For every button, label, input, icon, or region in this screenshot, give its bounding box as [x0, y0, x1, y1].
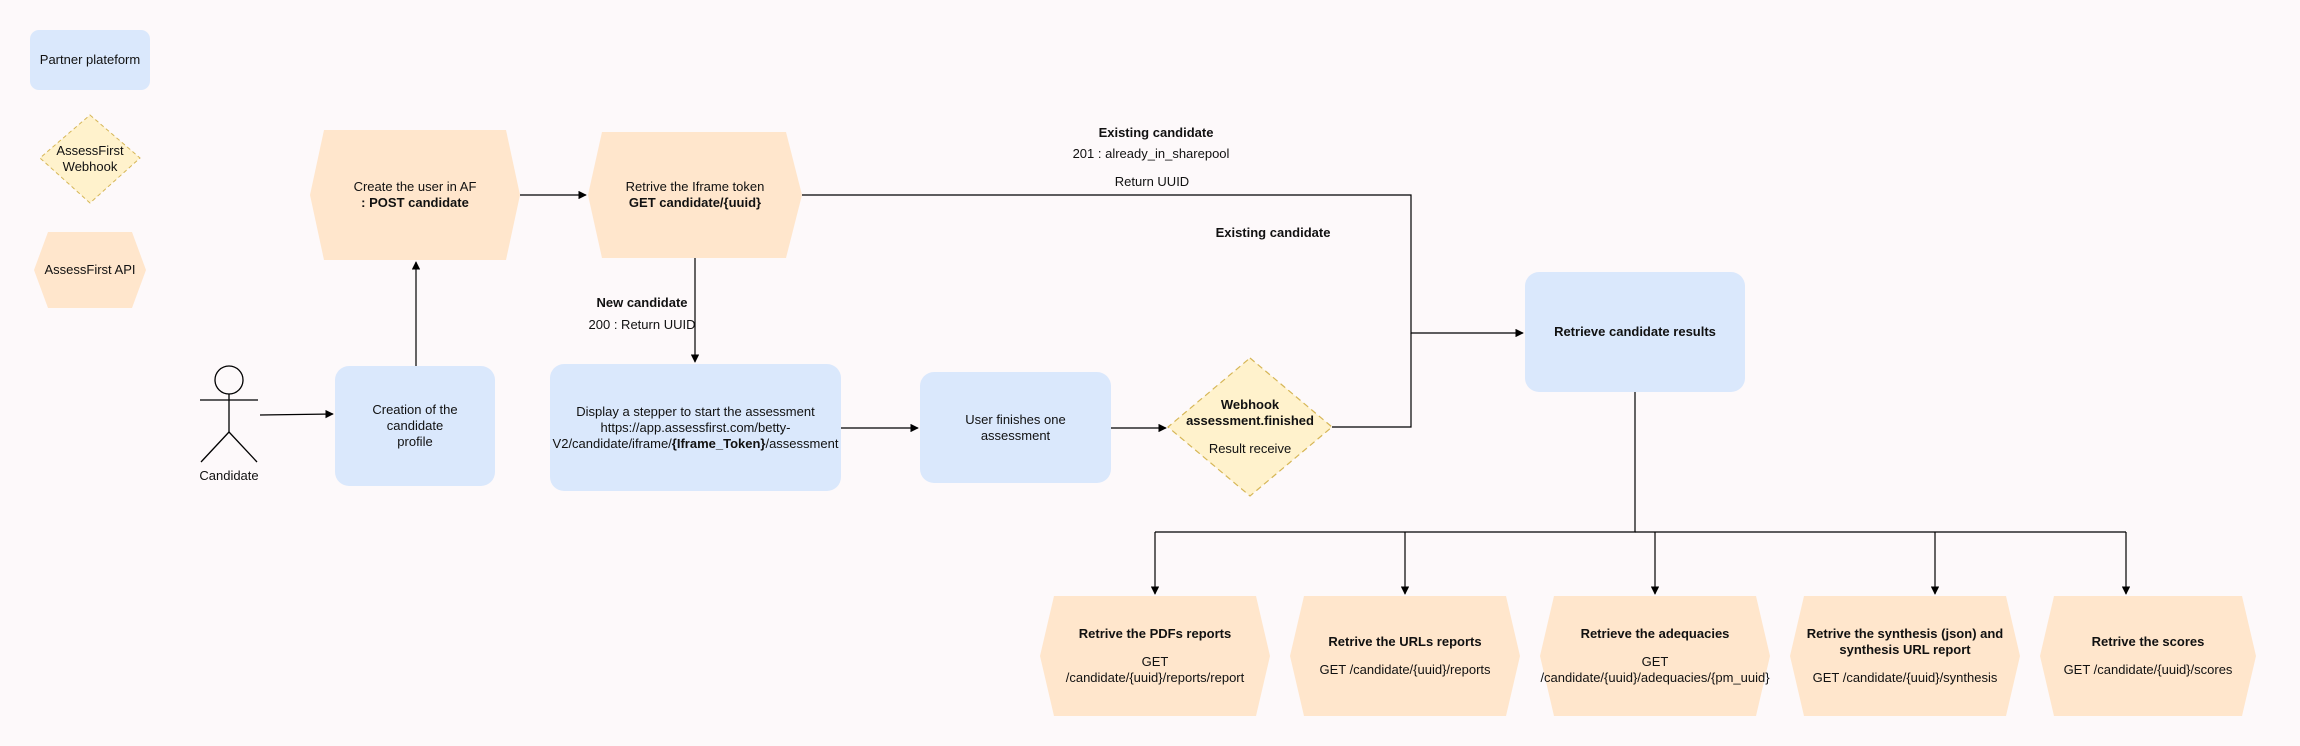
legend-webhook-line1: AssessFirst — [56, 143, 124, 158]
pdf-reports-title: Retrive the PDFs reports — [1078, 626, 1232, 641]
creation-profile-node: Creation of the candidate profile — [335, 366, 495, 486]
actor-icon — [200, 365, 258, 463]
create-user-line1: Create the user in AF — [353, 179, 477, 194]
display-stepper-shape — [550, 364, 841, 491]
create-user-line2: : POST candidate — [361, 195, 469, 210]
existing-candidate-code: 201 : already_in_sharepool — [1072, 146, 1230, 161]
display-stepper-line1: Display a stepper to start the assessmen… — [576, 403, 815, 419]
pdf-reports-node: Retrive the PDFs reports GET /candidate/… — [1040, 596, 1270, 716]
retrieve-results-line1: Retrieve candidate results — [1554, 324, 1716, 339]
pdf-reports-endpoint: GET /candidate/{uuid}/reports/report — [1065, 654, 1245, 685]
pdf-reports-shape — [1040, 596, 1270, 716]
legend-api: AssessFirst API — [34, 232, 146, 308]
webhook-line1: Webhook — [1220, 397, 1280, 412]
legend-api-label: AssessFirst API — [44, 262, 136, 277]
scores-shape — [2040, 596, 2256, 716]
retrieve-results-node: Retrieve candidate results — [1525, 272, 1745, 392]
webhook-node: Webhook assessment.finished Result recei… — [1168, 358, 1332, 496]
creation-profile-line2: profile — [397, 434, 433, 449]
edge-webhook-to-results — [1332, 333, 1412, 428]
adequacies-endpoint-line2: /candidate/{uuid}/adequacies/{pm_uuid} — [1540, 670, 1770, 685]
synthesis-shape — [1790, 596, 2020, 716]
url-reports-shape — [1290, 596, 1520, 716]
user-finishes-node: User finishes one assessment — [920, 372, 1111, 483]
synthesis-endpoint: GET /candidate/{uuid}/synthesis — [1812, 670, 1998, 685]
existing-candidate-return: Return UUID — [1114, 174, 1190, 189]
creation-profile-shape — [335, 366, 495, 486]
legend-webhook: AssessFirst Webhook — [40, 115, 140, 203]
display-stepper-line3-prefix: V2/candidate/iframe/ — [552, 435, 672, 451]
display-stepper-line2: https://app.assessfirst.com/betty- — [600, 419, 791, 435]
url-reports-endpoint: GET /candidate/{uuid}/reports — [1319, 662, 1491, 677]
legend-api-shape — [34, 232, 146, 308]
edge-actor-to-profile — [259, 409, 334, 419]
adequacies-title: Retrieve the adequacies — [1580, 626, 1730, 641]
adequacies-endpoint-line1: GET — [1641, 654, 1669, 669]
synthesis-title-line2: synthesis URL report — [1839, 642, 1971, 657]
actor-label: Candidate — [199, 468, 259, 483]
retrieve-results-shape — [1525, 272, 1745, 392]
user-finishes-line1: User finishes one assessment — [965, 411, 1066, 443]
display-stepper-line3-suffix: /assessment — [765, 435, 839, 451]
retrieve-iframe-line2: GET candidate/{uuid} — [628, 195, 762, 210]
create-user-node: Create the user in AF : POST candidate — [310, 130, 520, 260]
adequacies-shape — [1540, 596, 1770, 716]
scores-endpoint: GET /candidate/{uuid}/scores — [2063, 662, 2233, 677]
legend-partner-label: Partner plateform — [39, 52, 141, 67]
retrieve-iframe-node: Retrive the Iframe token GET candidate/{… — [588, 132, 802, 258]
display-stepper-node: Display a stepper to start the assessmen… — [550, 364, 841, 491]
user-finishes-shape — [920, 372, 1111, 483]
display-stepper-token: {Iframe_Token} — [671, 435, 766, 451]
url-reports-node: Retrive the URLs reports GET /candidate/… — [1290, 596, 1520, 716]
url-reports-title: Retrive the URLs reports — [1328, 634, 1482, 649]
webhook-line3: Result receive — [1208, 441, 1292, 456]
synthesis-title-line1: Retrive the synthesis (json) and — [1806, 626, 2004, 641]
scores-title: Retrive the scores — [2091, 634, 2205, 649]
new-candidate-code: 200 : Return UUID — [588, 317, 696, 332]
creation-profile-line1: Creation of the candidate — [372, 402, 458, 433]
display-stepper-line3: V2/candidate/iframe/{Iframe_Token}/asses… — [553, 436, 839, 452]
legend-webhook-line2: Webhook — [62, 159, 118, 174]
adequacies-node: Retrieve the adequacies GET /candidate/{… — [1540, 596, 1770, 716]
existing-candidate-title: Existing candidate — [1098, 125, 1214, 140]
edge-retrieve-to-results — [802, 194, 1524, 338]
new-candidate-title: New candidate — [596, 295, 688, 310]
legend-webhook-shape — [39, 114, 141, 204]
legend-partner-shape — [30, 30, 150, 90]
legend-partner: Partner plateform — [30, 30, 150, 90]
scores-node: Retrive the scores GET /candidate/{uuid}… — [2040, 596, 2256, 716]
synthesis-node: Retrive the synthesis (json) and synthes… — [1790, 596, 2020, 716]
webhook-shape — [1167, 357, 1333, 497]
existing-candidate-second: Existing candidate — [1215, 225, 1331, 240]
retrieve-iframe-line1: Retrive the Iframe token — [625, 179, 765, 194]
retrieve-iframe-shape — [588, 132, 802, 258]
webhook-line2: assessment.finished — [1186, 413, 1314, 428]
create-user-shape — [310, 130, 520, 260]
